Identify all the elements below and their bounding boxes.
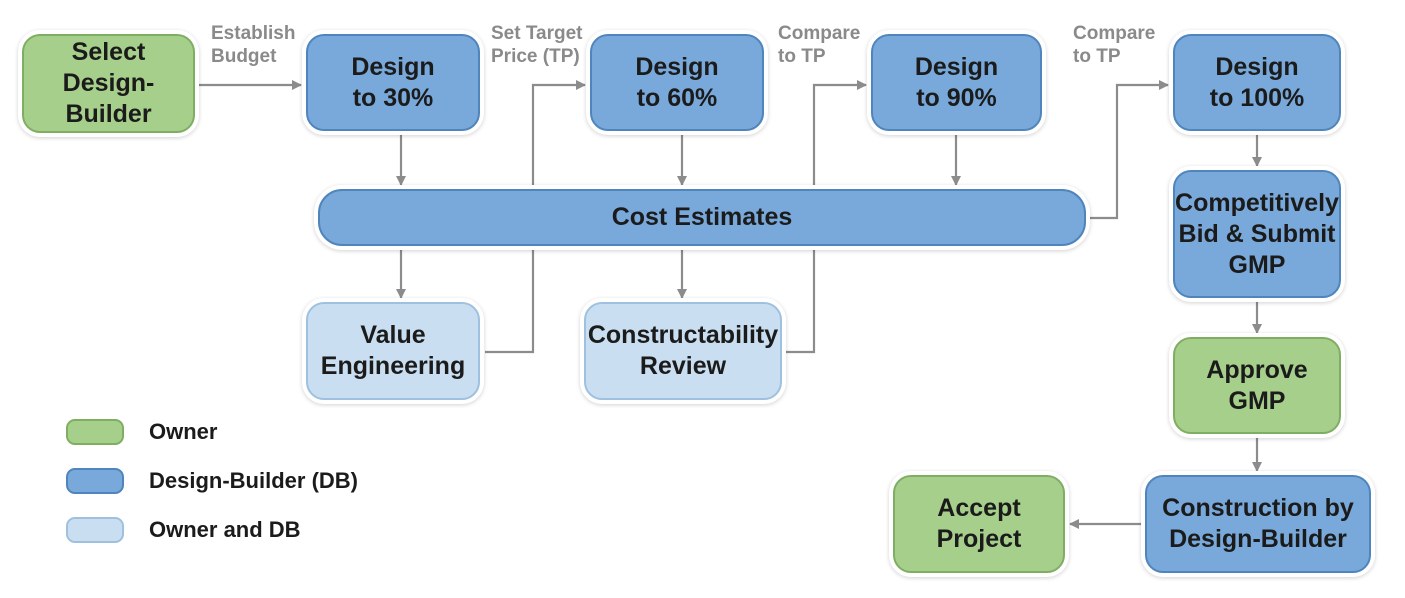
legend-swatch-owner-and-db	[66, 517, 124, 543]
node-accept-project: Accept Project	[893, 475, 1065, 573]
node-design-to-100: Design to 100%	[1173, 34, 1341, 131]
node-constructability-review: Constructability Review	[584, 302, 782, 400]
legend-label-owner: Owner	[149, 419, 218, 444]
node-construction-by-design-builder: Construction by Design-Builder	[1145, 475, 1371, 573]
node-select-design-builder: Select Design-Builder	[22, 34, 195, 133]
edge-label-establish-budget: Establish Budget	[211, 23, 296, 67]
node-approve-gmp: Approve GMP	[1173, 337, 1341, 434]
node-competitively-bid-submit-gmp: Competitively Bid & Submit GMP	[1173, 170, 1341, 298]
legend-swatch-owner	[66, 419, 124, 445]
legend-label-design-builder: Design-Builder (DB)	[149, 468, 358, 493]
legend-swatch-design-builder	[66, 468, 124, 494]
node-design-to-90: Design to 90%	[871, 34, 1042, 131]
arrow-cost-to-design100	[1089, 80, 1169, 220]
edge-label-compare-to-tp-1: Compare to TP	[778, 23, 861, 67]
node-cost-estimates: Cost Estimates	[318, 189, 1086, 246]
node-design-to-30: Design to 30%	[306, 34, 480, 131]
edge-label-set-target-price: Set Target Price (TP)	[491, 23, 583, 67]
edge-label-compare-to-tp-2: Compare to TP	[1073, 23, 1156, 67]
node-design-to-60: Design to 60%	[590, 34, 764, 131]
legend-label-owner-and-db: Owner and DB	[149, 517, 301, 542]
node-value-engineering: Value Engineering	[306, 302, 480, 400]
